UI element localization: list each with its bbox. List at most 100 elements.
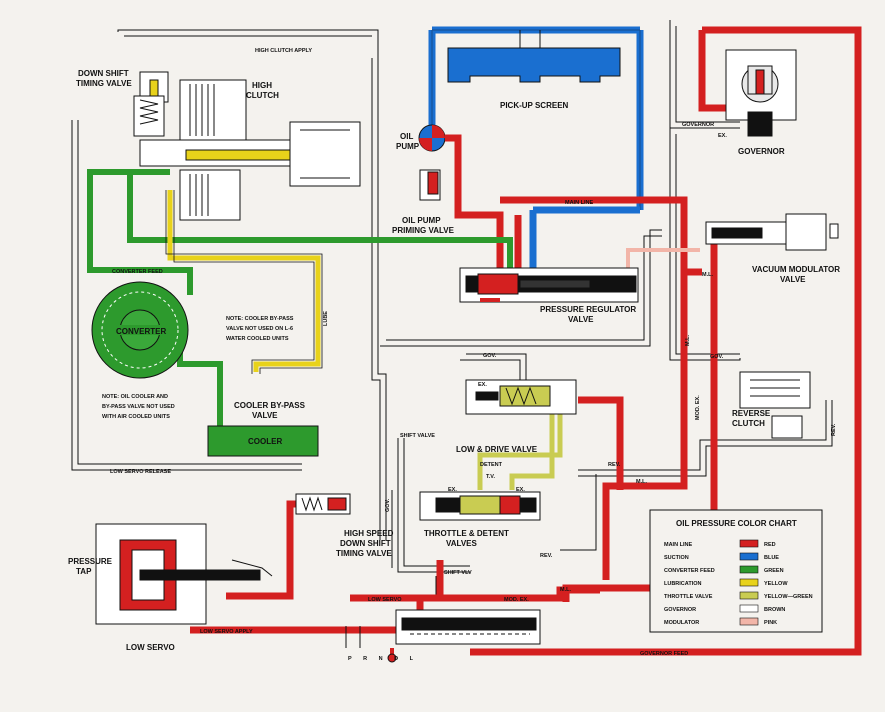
down-shift-timing-valve [133, 95, 165, 137]
label-low-servo: LOW SERVO [368, 597, 402, 603]
legend-item-color: BLUE [764, 555, 779, 561]
legend-item-color: YELLOW [764, 581, 788, 587]
label-governor-line: GOVERNOR [682, 122, 714, 128]
label-oil-pump-priming-1: OIL PUMP [402, 216, 441, 225]
label-low-servo-title: LOW SERVO [126, 643, 175, 652]
label-gov-right: GOV. [710, 354, 724, 360]
label-ex-td-2: EX. [516, 487, 525, 493]
label-ex-low-drive: EX. [478, 382, 487, 388]
label-mod-ex-2: MOD. EX. [504, 597, 529, 603]
label-mod-ex: MOD. EX. [695, 395, 701, 420]
legend-box [649, 509, 823, 633]
oil-pump-priming-valve [419, 169, 441, 201]
legend-swatch [739, 604, 759, 613]
vacuum-modulator [705, 213, 839, 251]
label-down-shift-2: TIMING VALVE [76, 79, 132, 88]
oil-pump [418, 124, 446, 152]
label-pick-up-screen: PICK-UP SCREEN [500, 101, 569, 110]
label-pump: PUMP [396, 142, 420, 151]
low-servo-release-line [71, 120, 302, 471]
throttle-valve-lines [477, 380, 563, 490]
governor-feed-line [470, 26, 862, 656]
throttle-detent-valves [419, 491, 541, 521]
label-high-clutch-apply: HIGH CLUTCH APPLY [255, 48, 312, 54]
label-vacuum-modulator-2: VALVE [780, 275, 806, 284]
converter [91, 281, 189, 379]
suction-line [428, 26, 644, 210]
label-cooler: COOLER [248, 437, 282, 446]
cooler [207, 425, 319, 457]
label-governor-feed: GOVERNOR FEED [640, 651, 688, 657]
low-drive-valve [465, 379, 577, 415]
label-rev-3: REV. [540, 553, 553, 559]
suction-lines [428, 26, 644, 268]
high-clutch-assembly [139, 71, 361, 221]
label-pressure-regulator-1: PRESSURE REGULATOR [540, 305, 636, 314]
label-throttle-detent-1: THROTTLE & DETENT [424, 529, 509, 538]
legend-item-name: MAIN LINE [664, 542, 692, 548]
label-cooler-bypass-2: VALVE [252, 411, 278, 420]
rev-line [578, 400, 827, 471]
legend-swatch [739, 578, 759, 587]
label-down-shift-1: DOWN SHIFT [78, 69, 129, 78]
label-rev-2: REV. [831, 423, 837, 436]
label-ml-4: M.L. [560, 587, 571, 593]
converter-feed-lines [87, 169, 513, 430]
label-clutch: CLUTCH [246, 91, 279, 100]
note-oil-cooler-1: NOTE: OIL COOLER AND [102, 394, 168, 400]
label-high-speed-1: HIGH SPEED [344, 529, 394, 538]
note-oil-cooler-2: BY-PASS VALVE NOT USED [102, 404, 175, 410]
label-tv: T.V. [486, 474, 495, 480]
label-low-servo-release: LOW SERVO RELEASE [110, 469, 171, 475]
legend-item-color: BROWN [764, 607, 785, 613]
legend-item-name: CONVERTER FEED [664, 568, 715, 574]
pick-up-screen [447, 47, 621, 83]
reverse-clutch [739, 371, 811, 439]
label-low-drive-valve: LOW & DRIVE VALVE [456, 445, 538, 454]
label-ml-1: M.L. [702, 272, 713, 278]
label-high-speed-3: TIMING VALVE [336, 549, 392, 558]
label-ex-gov: EX. [718, 133, 727, 139]
note-bypass-3: WATER COOLED UNITS [226, 336, 289, 342]
label-throttle-detent-2: VALVES [446, 539, 477, 548]
label-pressure: PRESSURE [68, 557, 113, 566]
governor-pressure-lines [71, 20, 833, 601]
legend-item-name: GOVERNOR [664, 607, 696, 613]
label-ml-3: M.L. [636, 479, 647, 485]
note-oil-cooler-3: WITH AIR COOLED UNITS [102, 414, 170, 420]
label-high-speed-2: DOWN SHIFT [340, 539, 391, 548]
label-reverse-clutch: CLUTCH [732, 419, 765, 428]
governor-assembly [725, 49, 797, 137]
label-reverse: REVERSE [732, 409, 771, 418]
note-bypass-2: VALVE NOT USED ON L-6 [226, 326, 293, 332]
label-oil-pump-priming-2: PRIMING VALVE [392, 226, 455, 235]
legend-swatch [739, 591, 759, 600]
label-oil: OIL [400, 132, 413, 141]
legend-swatch [739, 539, 759, 548]
modulator-lines [626, 248, 700, 272]
legend-swatch [739, 617, 759, 626]
high-clutch-apply-line [117, 29, 379, 58]
label-governor: GOVERNOR [738, 147, 785, 156]
label-rev-1: REV. [608, 462, 621, 468]
label-ex-td-1: EX. [448, 487, 457, 493]
label-gov-center: GOV. [483, 353, 497, 359]
label-gear-letters: P R N D L [348, 656, 418, 662]
label-vacuum-modulator-1: VACUUM MODULATOR [752, 265, 840, 274]
label-gov-vertical: GOV. [385, 498, 391, 512]
legend-item-name: SUCTION [664, 555, 689, 561]
label-detent: DETENT [480, 462, 503, 468]
high-speed-down-shift-valve [295, 493, 351, 515]
legend-item-color: YELLOW—GREEN [764, 594, 813, 600]
shift-valve-line [397, 438, 470, 573]
gov-center-line [371, 58, 381, 540]
label-ml-2: M.L. [685, 335, 691, 346]
legend-swatch [739, 552, 759, 561]
legend-swatch [739, 565, 759, 574]
label-converter: CONVERTER [116, 327, 166, 336]
legend-item-name: LUBRICATION [664, 581, 702, 587]
